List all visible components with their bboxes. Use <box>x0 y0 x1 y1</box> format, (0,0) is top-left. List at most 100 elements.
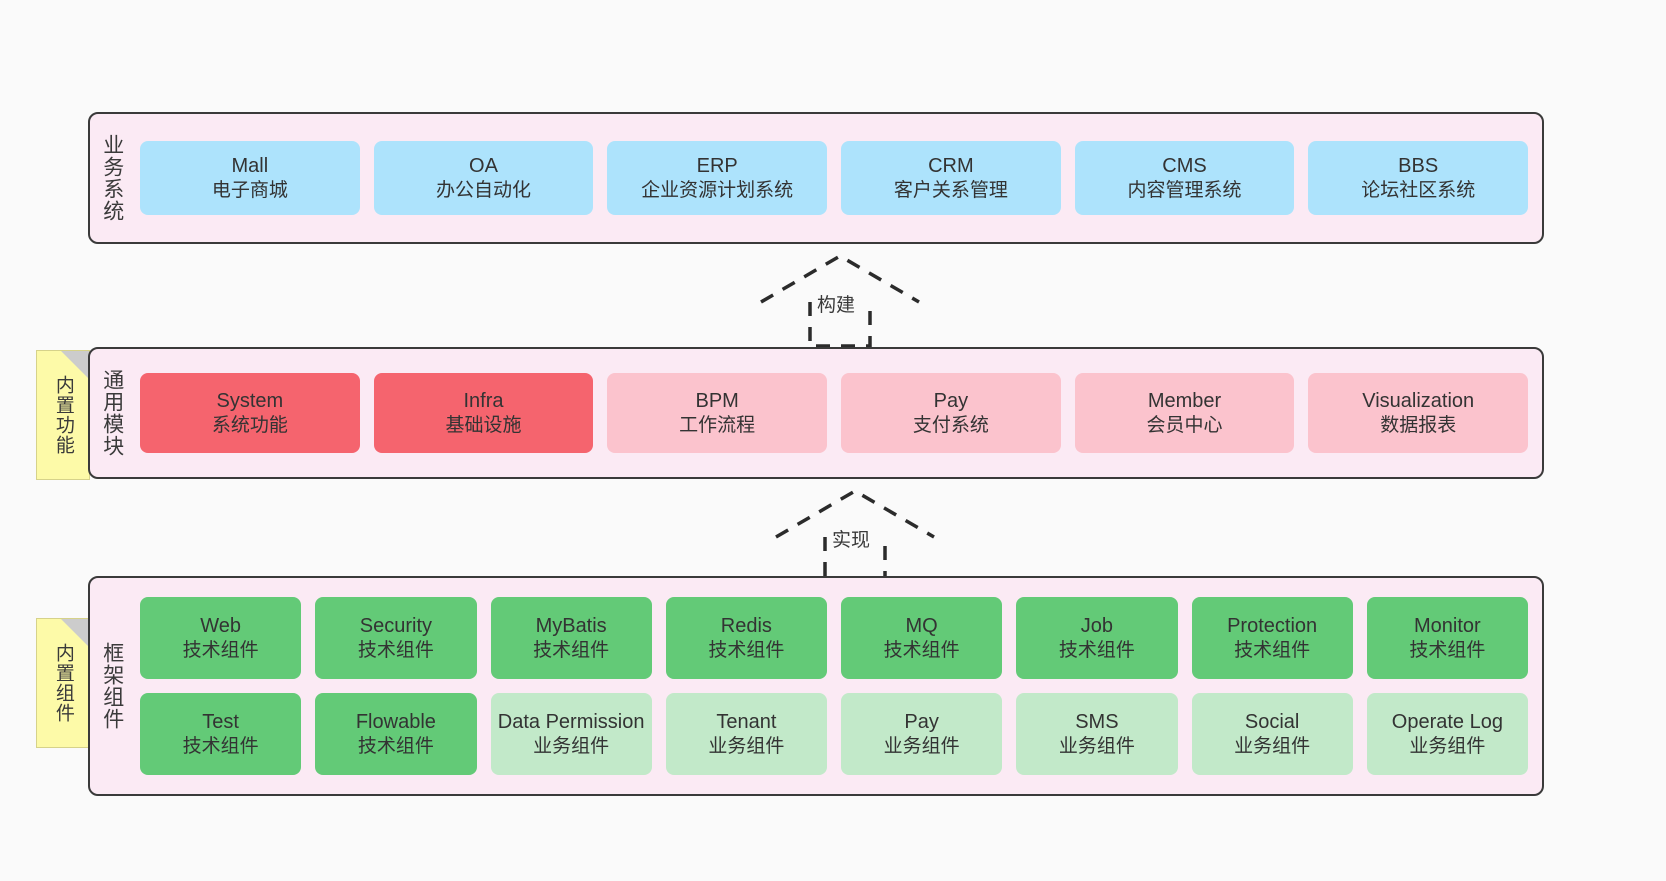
card-title-cn: 工作流程 <box>679 414 756 436</box>
card-title-en: Security <box>359 615 432 638</box>
card-security[interactable]: Security 技术组件 <box>315 597 477 679</box>
card-title-en: SMS <box>1075 711 1119 734</box>
card-member[interactable]: Member 会员中心 <box>1074 373 1295 453</box>
card-title-en: ERP <box>696 155 738 178</box>
card-monitor[interactable]: Monitor 技术组件 <box>1366 597 1528 679</box>
card-title-en: Web <box>200 615 241 638</box>
card-title-en: Tenant <box>716 711 777 734</box>
card-test[interactable]: Test 技术组件 <box>140 693 302 775</box>
card-title-cn: 办公自动化 <box>436 179 532 201</box>
card-title-cn: 技术组件 <box>1409 639 1486 661</box>
card-title-en: OA <box>469 155 498 178</box>
card-sms[interactable]: SMS 业务组件 <box>1016 693 1178 775</box>
card-crm[interactable]: CRM 客户关系管理 <box>841 141 1061 215</box>
card-title-en: Social <box>1244 711 1300 734</box>
note-label: 内置组件 <box>52 643 74 723</box>
card-row: Mall 电子商城 OA 办公自动化 ERP 企业资源计划系统 CRM 客户关系… <box>140 141 1529 215</box>
card-title-en: Mall <box>231 155 269 178</box>
arrow-label-implement: 实现 <box>832 530 871 551</box>
card-title-en: Operate Log <box>1391 711 1503 734</box>
note-builtin-component: 内置组件 <box>36 618 90 748</box>
card-row: Web 技术组件 Security 技术组件 MyBatis 技术组件 Redi… <box>140 597 1528 679</box>
card-system[interactable]: System 系统功能 <box>140 373 360 453</box>
card-row: Test 技术组件 Flowable 技术组件 Data Permission … <box>140 693 1528 775</box>
card-title-cn: 基础设施 <box>445 414 522 436</box>
card-title-cn: 企业资源计划系统 <box>641 179 794 201</box>
card-title-cn: 技术组件 <box>1234 639 1311 661</box>
layer-title-business-system: 业务系统 <box>100 134 124 222</box>
note-builtin-function: 内置功能 <box>36 350 90 480</box>
layer-body-framework-component: Web 技术组件 Security 技术组件 MyBatis 技术组件 Redi… <box>134 578 1542 794</box>
card-title-cn: 技术组件 <box>883 639 960 661</box>
card-title-cn: 业务组件 <box>1234 735 1311 757</box>
card-mall[interactable]: Mall 电子商城 <box>140 141 360 215</box>
layer-common-module: 通用模块 System 系统功能 Infra 基础设施 BPM 工作流程 Pay… <box>88 347 1544 479</box>
card-job[interactable]: Job 技术组件 <box>1016 597 1178 679</box>
card-title-cn: 会员中心 <box>1146 414 1223 436</box>
card-pay-module[interactable]: Pay 支付系统 <box>841 373 1061 453</box>
card-title-cn: 技术组件 <box>533 639 610 661</box>
card-cms[interactable]: CMS 内容管理系统 <box>1074 141 1295 215</box>
card-title-cn: 技术组件 <box>182 639 259 661</box>
card-title-en: Data Permission <box>497 711 645 734</box>
card-redis[interactable]: Redis 技术组件 <box>665 597 827 679</box>
card-title-cn: 业务组件 <box>533 735 610 757</box>
note-label: 内置功能 <box>52 375 74 455</box>
card-title-en: Redis <box>720 615 772 638</box>
card-oa[interactable]: OA 办公自动化 <box>373 141 594 215</box>
card-title-cn: 技术组件 <box>708 639 785 661</box>
layer-business-system: 业务系统 Mall 电子商城 OA 办公自动化 ERP 企业资源计划系统 CRM… <box>88 112 1544 244</box>
card-title-en: System <box>216 390 284 413</box>
card-infra[interactable]: Infra 基础设施 <box>373 373 594 453</box>
card-pay-component[interactable]: Pay 业务组件 <box>841 693 1003 775</box>
card-bbs[interactable]: BBS 论坛社区系统 <box>1308 141 1529 215</box>
card-title-en: Infra <box>463 390 504 413</box>
arrow-build: 构建 <box>755 250 925 350</box>
card-social[interactable]: Social 业务组件 <box>1191 693 1353 775</box>
card-title-cn: 内容管理系统 <box>1127 179 1242 201</box>
card-title-en: MQ <box>905 615 938 638</box>
card-title-en: Test <box>202 711 239 734</box>
card-title-en: MyBatis <box>535 615 607 638</box>
card-title-cn: 技术组件 <box>1058 639 1135 661</box>
card-title-cn: 系统功能 <box>211 414 288 436</box>
arrow-implement: 实现 <box>770 485 940 585</box>
card-visualization[interactable]: Visualization 数据报表 <box>1308 373 1529 453</box>
card-row: System 系统功能 Infra 基础设施 BPM 工作流程 Pay 支付系统… <box>140 373 1529 453</box>
card-title-en: BPM <box>695 390 739 413</box>
card-tenant[interactable]: Tenant 业务组件 <box>665 693 827 775</box>
card-title-en: BBS <box>1398 155 1439 178</box>
card-flowable[interactable]: Flowable 技术组件 <box>315 693 477 775</box>
card-title-cn: 论坛社区系统 <box>1361 179 1476 201</box>
card-data-permission[interactable]: Data Permission 业务组件 <box>490 693 652 775</box>
card-title-cn: 技术组件 <box>182 735 259 757</box>
card-erp[interactable]: ERP 企业资源计划系统 <box>607 141 828 215</box>
card-title-cn: 业务组件 <box>708 735 785 757</box>
card-operate-log[interactable]: Operate Log 业务组件 <box>1366 693 1528 775</box>
card-title-en: Member <box>1147 390 1222 413</box>
card-mybatis[interactable]: MyBatis 技术组件 <box>490 597 652 679</box>
card-bpm[interactable]: BPM 工作流程 <box>607 373 828 453</box>
card-title-en: Pay <box>904 711 939 734</box>
card-title-en: Job <box>1080 615 1113 638</box>
card-title-cn: 客户关系管理 <box>893 179 1008 201</box>
layer-body-common-module: System 系统功能 Infra 基础设施 BPM 工作流程 Pay 支付系统… <box>134 349 1542 477</box>
card-title-en: CMS <box>1162 155 1207 178</box>
card-title-cn: 技术组件 <box>357 639 434 661</box>
card-title-cn: 业务组件 <box>1058 735 1135 757</box>
card-title-cn: 支付系统 <box>912 414 989 436</box>
card-web[interactable]: Web 技术组件 <box>140 597 302 679</box>
card-title-en: Protection <box>1227 615 1318 638</box>
layer-framework-component: 框架组件 Web 技术组件 Security 技术组件 MyBatis 技术组件… <box>88 576 1544 796</box>
card-mq[interactable]: MQ 技术组件 <box>841 597 1003 679</box>
card-title-en: Visualization <box>1362 390 1475 413</box>
card-title-cn: 业务组件 <box>1409 735 1486 757</box>
card-title-en: Flowable <box>355 711 436 734</box>
layer-title-framework-component: 框架组件 <box>100 642 124 730</box>
card-title-cn: 技术组件 <box>357 735 434 757</box>
card-title-cn: 电子商城 <box>211 179 288 201</box>
card-title-en: CRM <box>928 155 974 178</box>
arrow-label-build: 构建 <box>817 295 856 316</box>
card-protection[interactable]: Protection 技术组件 <box>1191 597 1353 679</box>
